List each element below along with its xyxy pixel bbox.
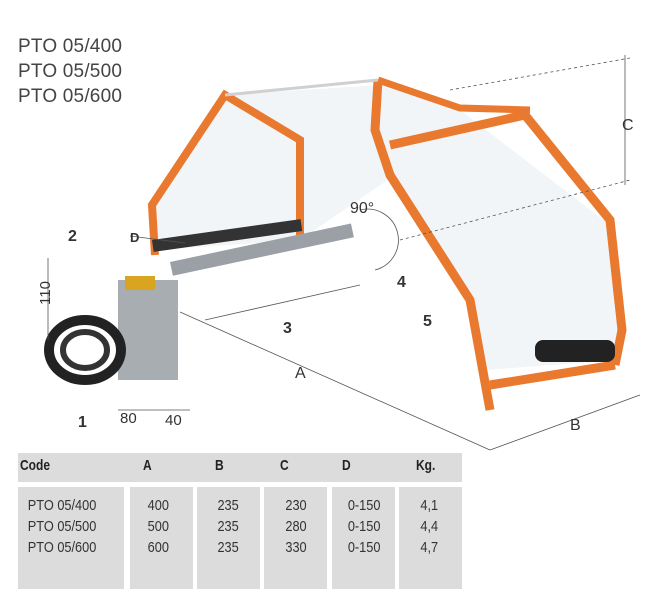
top-frame <box>376 76 531 114</box>
table-cell: 235 <box>217 497 239 514</box>
support-bar <box>152 219 303 252</box>
part-4-label: 4 <box>397 274 406 291</box>
part-3-label: 3 <box>283 320 292 337</box>
clamp-handle <box>535 340 615 362</box>
table-cell: 230 <box>285 497 307 514</box>
column-header: D <box>342 457 351 474</box>
table-cell: PTO 05/600 <box>27 539 97 556</box>
side-frame <box>370 79 495 411</box>
table-column-a: 400 500 600 <box>130 487 193 589</box>
dimension-c-label: C <box>622 117 634 134</box>
column-header: B <box>215 457 224 474</box>
telescopic-arm <box>170 223 354 276</box>
side-glass-panel <box>395 110 620 370</box>
table-cell: 400 <box>147 497 169 514</box>
table-cell: PTO 05/400 <box>27 497 97 514</box>
table-column-b: 235 235 235 <box>197 487 260 589</box>
table-cell: PTO 05/500 <box>27 518 97 535</box>
table-cell: 4,1 <box>420 497 439 514</box>
dimension-40-label: 40 <box>165 412 182 429</box>
table-cell: 0-150 <box>347 497 381 514</box>
table-cell: 0-150 <box>347 518 381 535</box>
table-column-kg: 4,1 4,4 4,7 <box>399 487 462 589</box>
table-column-code: PTO 05/400 PTO 05/500 PTO 05/600 <box>18 487 124 589</box>
table-cell: 235 <box>217 539 239 556</box>
table-header: Code A B C D Kg. <box>18 453 462 482</box>
model-name: PTO 05/400 <box>18 36 123 57</box>
table-column-c: 230 280 330 <box>264 487 327 589</box>
product-illustration: 90° A B C D 110 80 40 1 2 3 4 5 <box>37 55 641 451</box>
table-cell: 600 <box>147 539 169 556</box>
rotation-angle-label: 90° <box>350 200 374 217</box>
model-list: PTO 05/400 PTO 05/500 PTO 05/600 <box>18 34 122 109</box>
table-cell: 500 <box>147 518 169 535</box>
pto-shaft <box>44 315 126 385</box>
table-cell: 235 <box>217 518 239 535</box>
column-header: Code <box>20 457 50 474</box>
dimension-a-label: A <box>295 365 306 382</box>
mount-bracket <box>118 280 178 380</box>
model-name: PTO 05/600 <box>18 86 123 107</box>
part-1-label: 1 <box>78 414 87 431</box>
top-glass-panel <box>150 85 460 250</box>
dimension-d-label: D <box>130 230 139 245</box>
bottom-frame <box>489 360 616 390</box>
table-cell: 4,7 <box>420 539 439 556</box>
column-header: A <box>143 457 152 474</box>
rear-frame <box>389 110 627 366</box>
column-header: C <box>280 457 289 474</box>
table-cell: 0-150 <box>347 539 381 556</box>
part-2-label: 2 <box>68 228 77 245</box>
table-column-d: 0-150 0-150 0-150 <box>332 487 395 589</box>
dimension-b-label: B <box>570 417 581 434</box>
table-cell: 330 <box>285 539 307 556</box>
table-cell: 4,4 <box>420 518 439 535</box>
column-header: Kg. <box>416 457 436 474</box>
part-5-label: 5 <box>423 313 432 330</box>
model-name: PTO 05/500 <box>18 61 123 82</box>
dimension-80-label: 80 <box>120 410 137 427</box>
table-cell: 280 <box>285 518 307 535</box>
dimension-110-label: 110 <box>37 281 54 305</box>
